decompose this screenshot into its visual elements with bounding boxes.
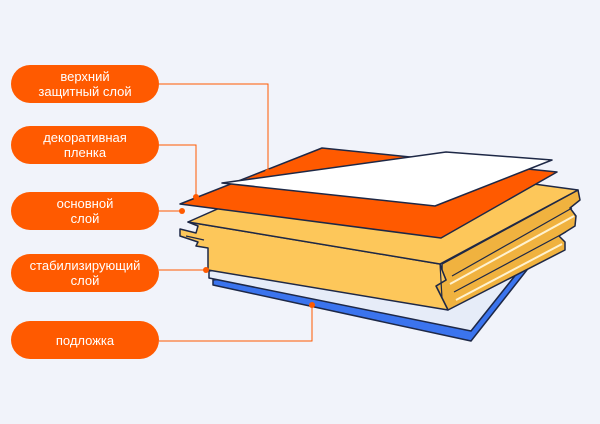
- label-line: защитный слой: [38, 84, 132, 99]
- leader-line-top-protective: [159, 83, 269, 171]
- label-line: стабилизирующий: [29, 258, 141, 273]
- label-backing-layer: подложка: [11, 321, 159, 359]
- label-line: пленка: [63, 145, 107, 160]
- leader-line-decorative-film: [159, 144, 197, 196]
- leader-dot-backing: [309, 302, 315, 308]
- core-layer-groove-line: [451, 207, 573, 277]
- top-protective-layer-shape: [221, 151, 553, 207]
- label-top-protective-layer: верхний защитный слой: [11, 65, 159, 103]
- label-line: основной: [56, 196, 114, 211]
- core-layer-groove-line: [455, 243, 563, 301]
- label-stabilizing-layer: стабилизирующий слой: [11, 254, 159, 292]
- label-line: слой: [70, 273, 100, 288]
- label-core-layer: основной слой: [11, 192, 159, 230]
- core-layer-groove-line: [453, 231, 567, 293]
- label-line: декоративная: [43, 130, 127, 145]
- label-line: верхний: [60, 69, 110, 84]
- leader-line-backing: [159, 306, 313, 342]
- core-layer-front: [179, 221, 449, 311]
- leader-dot-stabilizing: [203, 267, 209, 273]
- label-line: слой: [70, 211, 100, 226]
- core-layer-edge-line: [439, 263, 443, 299]
- leader-dot-core: [179, 208, 185, 214]
- core-layer-tongue-line: [185, 235, 205, 241]
- leader-dot-decorative-film: [193, 194, 199, 200]
- leader-dot-top-protective: [265, 169, 271, 175]
- label-line: подложка: [55, 332, 115, 348]
- label-decorative-film: декоративная пленка: [11, 126, 159, 164]
- core-layer-groove-line: [449, 215, 575, 285]
